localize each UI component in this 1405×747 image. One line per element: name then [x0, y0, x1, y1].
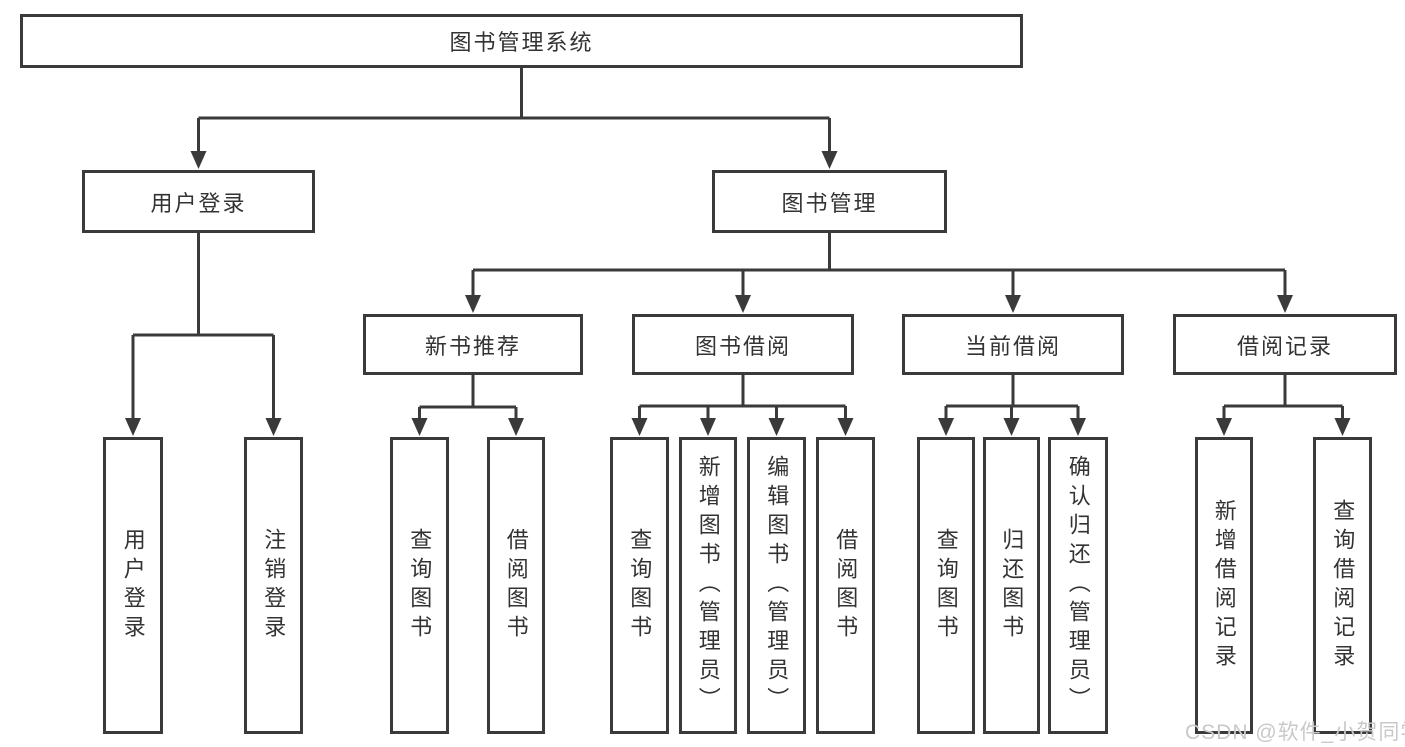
node-current-borrowing: 当前借阅 [902, 314, 1124, 375]
connector-book-management [471, 233, 1287, 301]
node-leaf-query-books-current: 查询图书 [917, 437, 975, 734]
connector-borrowing-records [1222, 375, 1344, 424]
node-leaf-return-books: 归还图书 [983, 437, 1040, 734]
connector-user-login [131, 233, 275, 424]
arrowheads [125, 151, 1351, 436]
node-new-book-recommendation: 新书推荐 [363, 314, 583, 375]
node-user-login: 用户登录 [82, 170, 315, 233]
node-borrowing-records: 借阅记录 [1173, 314, 1397, 375]
connector-current-borrowing [944, 375, 1080, 424]
node-leaf-edit-books-admin: 编辑图书（管理员） [747, 437, 806, 734]
csdn-watermark: CSDN @软件_小贺同学 [1185, 721, 1405, 744]
node-leaf-add-borrow-record: 新增借阅记录 [1195, 437, 1253, 734]
connector-new-book [418, 375, 518, 424]
node-leaf-query-books-borrowing: 查询图书 [610, 437, 669, 734]
connector-book-borrowing [638, 375, 847, 424]
node-book-management: 图书管理 [712, 170, 947, 233]
node-leaf-borrow-books-recommend: 借阅图书 [487, 437, 545, 734]
node-leaf-query-books-recommend: 查询图书 [390, 437, 449, 734]
node-leaf-logout: 注销登录 [244, 437, 303, 734]
node-leaf-user-login: 用户登录 [103, 437, 163, 734]
node-library-system: 图书管理系统 [20, 14, 1023, 68]
node-leaf-add-books-admin: 新增图书（管理员） [679, 437, 737, 734]
node-leaf-borrow-books: 借阅图书 [816, 437, 875, 734]
connector-root [197, 68, 831, 157]
node-book-borrowing: 图书借阅 [632, 314, 854, 375]
node-leaf-query-borrow-record: 查询借阅记录 [1313, 437, 1372, 734]
node-leaf-confirm-return-admin: 确认归还（管理员） [1048, 437, 1108, 734]
